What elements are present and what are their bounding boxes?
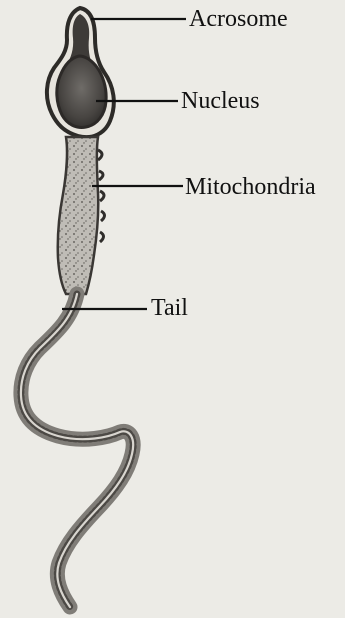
mitochondria-label: Mitochondria — [185, 175, 316, 199]
acrosome-label: Acrosome — [189, 7, 288, 31]
tail-label: Tail — [151, 296, 188, 320]
tail-shape — [21, 294, 133, 607]
nucleus-label: Nucleus — [181, 89, 260, 113]
middle-piece — [58, 137, 99, 294]
